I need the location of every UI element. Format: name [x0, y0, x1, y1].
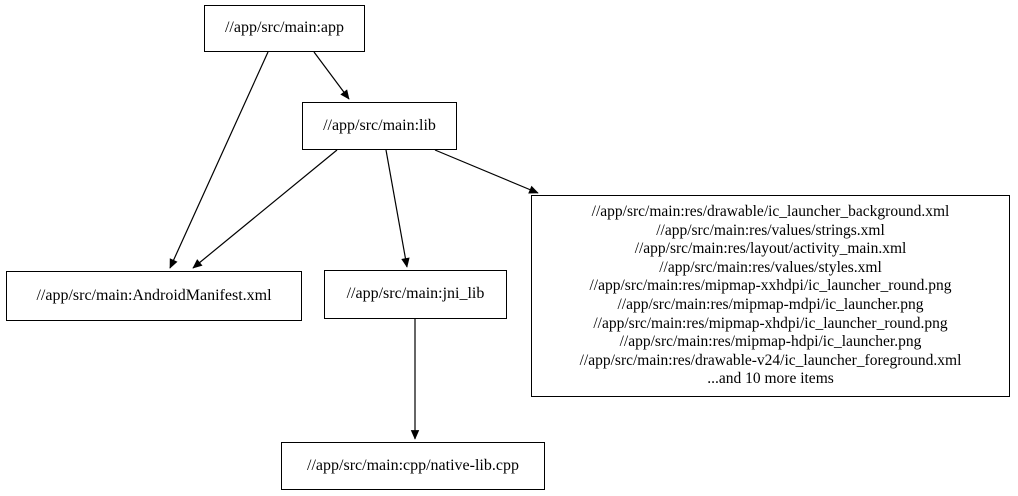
resource-line: //app/src/main:res/drawable-v24/ic_launc…: [579, 351, 962, 369]
resource-line: //app/src/main:res/mipmap-hdpi/ic_launch…: [619, 333, 922, 351]
resource-line: //app/src/main:res/mipmap-mdpi/ic_launch…: [617, 296, 924, 313]
graph-node-lib: //app/src/main:lib: [302, 102, 457, 150]
resource-line: //app/src/main:res/values/styles.xml: [659, 258, 882, 276]
edge-app-to-manifest: [169, 51, 269, 269]
resource-line: //app/src/main:res/mipmap-xhdpi/ic_launc…: [593, 314, 948, 332]
edge-app-to-lib: [313, 51, 350, 100]
node-label-jni-lib: //app/src/main:jni_lib: [346, 285, 485, 303]
resource-line: //app/src/main:res/drawable/ic_launcher_…: [591, 203, 950, 221]
edge-lib-to-manifest: [192, 149, 338, 269]
graph-node-jni-lib: //app/src/main:jni_lib: [324, 270, 507, 319]
node-label-app: //app/src/main:app: [224, 19, 345, 37]
edge-lib-to-jni-lib: [385, 149, 410, 268]
resource-line: //app/src/main:res/mipmap-xxhdpi/ic_laun…: [589, 277, 952, 295]
node-label-native-lib-cpp: //app/src/main:cpp/native-lib.cpp: [307, 456, 519, 474]
graph-node-native-lib-cpp: //app/src/main:cpp/native-lib.cpp: [281, 442, 545, 490]
node-label-android-manifest: //app/src/main:AndroidManifest.xml: [36, 286, 272, 304]
graph-node-app: //app/src/main:app: [204, 5, 365, 52]
resource-line: //app/src/main:res/values/strings.xml: [656, 221, 885, 239]
edge-lib-to-resources: [434, 149, 539, 194]
node-label-lib: //app/src/main:lib: [323, 116, 436, 134]
resource-line: //app/src/main:res/layout/activity_main.…: [634, 240, 907, 258]
graph-node-android-manifest: //app/src/main:AndroidManifest.xml: [6, 271, 302, 321]
graph-node-resources: //app/src/main:res/drawable/ic_launcher_…: [531, 195, 1010, 397]
resource-line-more-items: ...and 10 more items: [707, 370, 834, 388]
